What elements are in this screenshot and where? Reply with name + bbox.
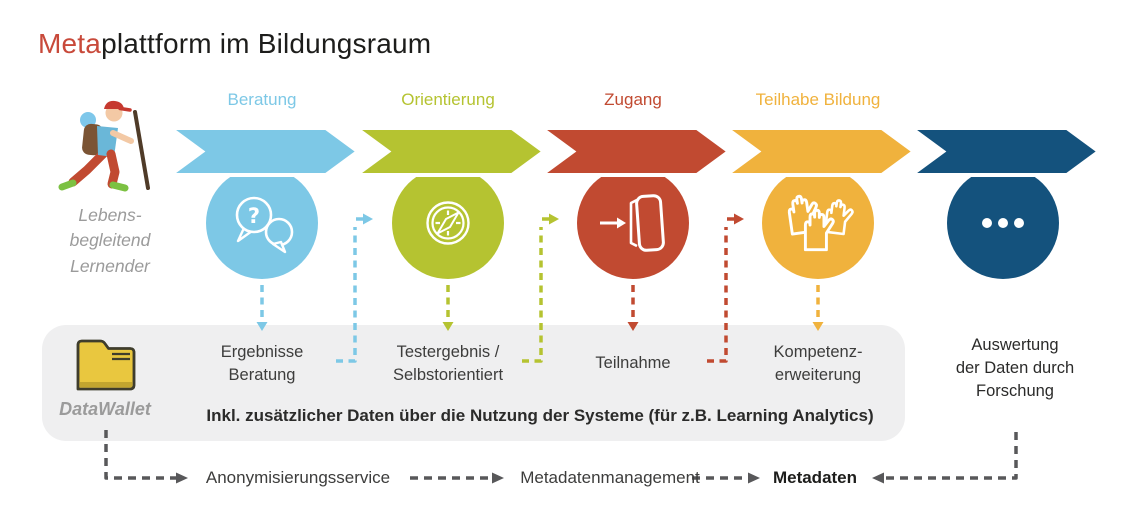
compass-icon: [426, 201, 470, 245]
wallet-item-orientierung: Testergebnis / Selbstorientiert: [392, 342, 504, 384]
wallet-item-teilhabe: Kompetenz- erweiterung: [773, 342, 863, 384]
research-to-metadata-arrow: [884, 432, 1018, 480]
stage-chevron: [904, 126, 1103, 177]
stage-label-zugang: Zugang: [604, 90, 662, 109]
data-wallet-label: DataWallet: [59, 399, 151, 419]
page-title: Metaplattform im Bildungsraum: [38, 28, 431, 60]
flow-label-metadaten: Metadaten: [772, 468, 858, 487]
stage-chevron: [349, 126, 548, 177]
flow-label-metadatenmanagement: Metadatenmanagement: [520, 468, 700, 487]
stage-circle: [577, 167, 689, 279]
hiker-cap-brim: [118, 106, 132, 112]
hiker-arm: [110, 130, 134, 144]
door-entry-icon: [600, 194, 665, 252]
data-wallet-box: [42, 325, 905, 441]
folder-icon: [76, 339, 136, 391]
stage-chevron: [163, 126, 362, 177]
stage-graphic-teilhabe: [719, 126, 918, 331]
stage-circle: [762, 167, 874, 279]
wallet-note: Inkl. zusätzlicher Daten über die Nutzun…: [206, 406, 874, 425]
stage-chevron: [719, 126, 918, 177]
page-title-accent: Meta: [38, 28, 102, 59]
hiker-rear-shoe: [58, 179, 77, 191]
stage-label-beratung: Beratung: [227, 90, 297, 109]
research-label: Auswertung der Daten durch Forschung: [955, 336, 1075, 401]
hiker-cap: [104, 100, 124, 109]
speech-question-icon: ?: [235, 196, 294, 254]
raised-hands-icon: [787, 194, 854, 252]
stage-graphic-more: [904, 126, 1103, 279]
stage-chevron: [534, 126, 733, 177]
hiker-stick: [133, 110, 150, 190]
stage-circle: [947, 167, 1059, 279]
page-title-rest: plattform im Bildungsraum: [101, 28, 432, 59]
stage-circle: [392, 167, 504, 279]
ellipsis-icon: [982, 218, 1024, 228]
svg-text:?: ?: [248, 204, 260, 228]
wallet-item-beratung: Ergebnisse Beratung: [220, 342, 304, 384]
stage-label-teilhabe: Teilhabe Bildung: [755, 90, 881, 109]
flow-label-anonymisierungsservice: Anonymisierungsservice: [205, 468, 391, 487]
hiker-front-leg: [106, 149, 120, 189]
stage-label-orientierung: Orientierung: [401, 90, 495, 109]
hiker-front-shoe: [109, 181, 129, 192]
hiker-rear-leg: [68, 147, 110, 187]
learner-label: Lebens- begleitend Lernender: [69, 205, 151, 276]
hiker-illustration: [58, 100, 150, 192]
wallet-item-zugang: Teilnahme: [595, 354, 671, 373]
stage-circle: [206, 167, 318, 279]
